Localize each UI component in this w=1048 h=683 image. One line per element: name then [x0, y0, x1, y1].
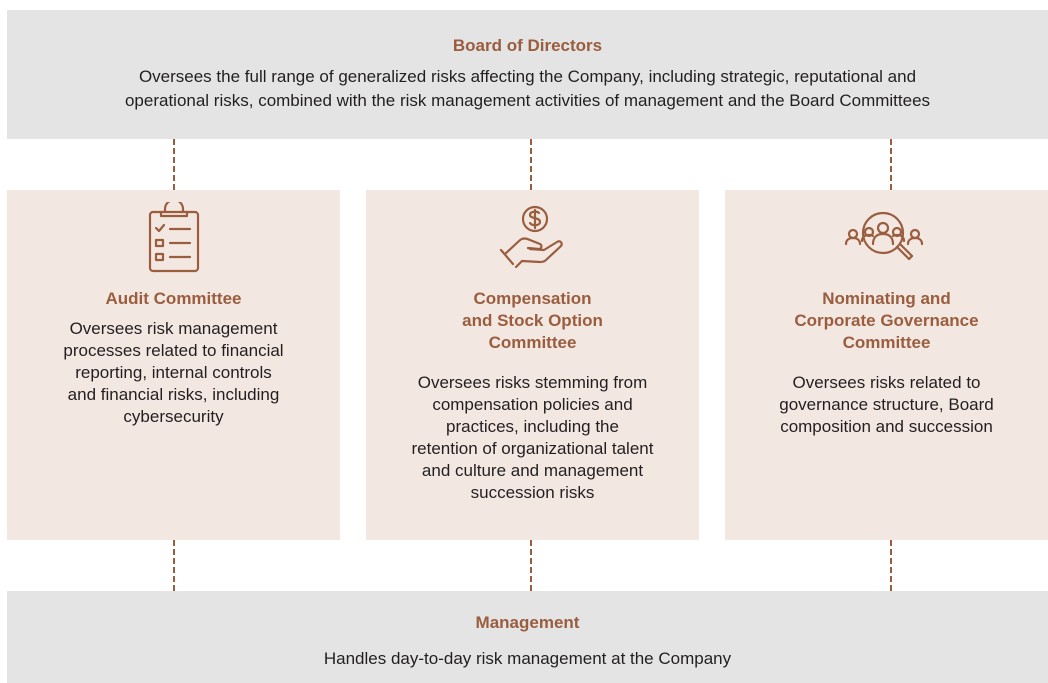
- title-line: Nominating and: [822, 289, 951, 308]
- management-box: Management Handles day-to-day risk manag…: [7, 591, 1048, 683]
- connector-board-audit: [173, 139, 175, 190]
- audit-committee-title: Audit Committee: [17, 288, 330, 310]
- audit-committee-card: Audit Committee Oversees risk management…: [7, 190, 340, 540]
- description-line: Oversees risk management: [69, 319, 278, 338]
- compensation-committee-description: Oversees risks stemming from compensatio…: [376, 372, 689, 504]
- description-line: cybersecurity: [123, 407, 224, 426]
- board-description: Oversees the full range of generalized r…: [7, 65, 1048, 113]
- nominating-committee-title: Nominating and Corporate Governance Comm…: [735, 288, 1038, 354]
- clipboard-checklist-icon: [7, 202, 340, 274]
- description-line: succession risks: [470, 483, 595, 502]
- description-line: compensation policies and: [432, 395, 633, 414]
- board-of-directors-box: Board of Directors Oversees the full ran…: [7, 10, 1048, 139]
- description-line: reporting, internal controls: [75, 363, 272, 382]
- board-description-line: operational risks, combined with the ris…: [124, 91, 931, 110]
- description-line: Oversees risks stemming from: [417, 373, 648, 392]
- description-line: and financial risks, including: [67, 385, 280, 404]
- title-line: Corporate Governance: [794, 311, 979, 330]
- hand-holding-dollar-icon: [366, 202, 699, 274]
- connector-board-compensation: [530, 139, 532, 190]
- title-line: Audit Committee: [105, 289, 242, 308]
- connector-compensation-management: [530, 540, 532, 591]
- audit-committee-description: Oversees risk management processes relat…: [17, 318, 330, 428]
- description-line: governance structure, Board: [779, 395, 994, 414]
- connector-board-nominating: [890, 139, 892, 190]
- description-line: processes related to financial: [63, 341, 284, 360]
- board-description-line: Oversees the full range of generalized r…: [138, 67, 917, 86]
- compensation-committee-card: Compensation and Stock Option Committee …: [366, 190, 699, 540]
- description-line: Oversees risks related to: [792, 373, 981, 392]
- description-line: and culture and management: [421, 461, 644, 480]
- nominating-committee-card: Nominating and Corporate Governance Comm…: [725, 190, 1048, 540]
- description-line: practices, including the: [446, 417, 619, 436]
- board-title: Board of Directors: [452, 36, 603, 55]
- connector-audit-management: [173, 540, 175, 591]
- title-line: Committee: [488, 333, 577, 352]
- management-description: Handles day-to-day risk management at th…: [323, 649, 732, 668]
- description-line: retention of organizational talent: [411, 439, 654, 458]
- compensation-committee-title: Compensation and Stock Option Committee: [376, 288, 689, 354]
- nominating-committee-description: Oversees risks related to governance str…: [735, 372, 1038, 438]
- title-line: Compensation: [473, 289, 592, 308]
- description-line: composition and succession: [780, 417, 993, 436]
- management-title: Management: [475, 613, 580, 632]
- title-line: and Stock Option: [462, 311, 603, 330]
- people-magnifier-icon: [725, 202, 1048, 274]
- connector-nominating-management: [890, 540, 892, 591]
- title-line: Committee: [842, 333, 931, 352]
